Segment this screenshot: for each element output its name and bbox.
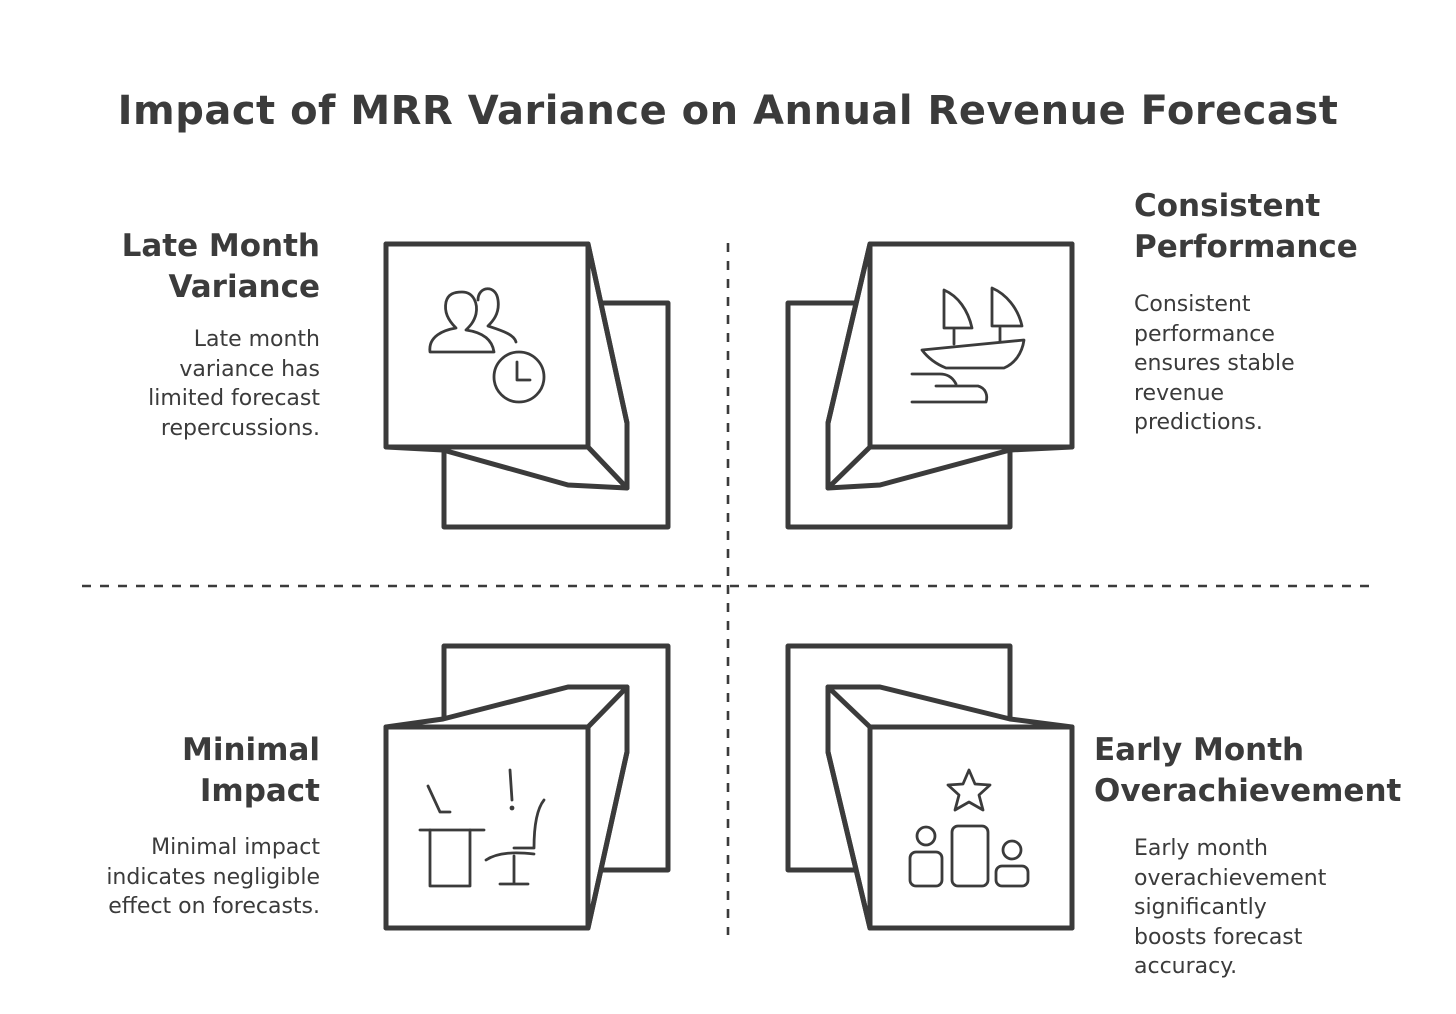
desc-line: indicates negligible bbox=[106, 864, 320, 890]
title-line: Performance bbox=[1134, 229, 1358, 265]
desc-line: limited forecast bbox=[148, 386, 320, 411]
consistent-performance-title: Consistent Performance bbox=[1134, 186, 1434, 268]
desc-line: Late month bbox=[193, 327, 320, 352]
users-clock-icon bbox=[428, 287, 546, 404]
box-top-left-front bbox=[383, 241, 591, 450]
box-top-right bbox=[785, 241, 1075, 530]
desc-line: Early month bbox=[1134, 836, 1268, 861]
desc-line: performance bbox=[1134, 321, 1275, 347]
desc-line: repercussions. bbox=[160, 415, 320, 441]
late-month-variance-desc: Late month variance has limited forecast… bbox=[60, 325, 320, 443]
desc-line: overachievement bbox=[1134, 865, 1327, 891]
desc-line: variance has bbox=[179, 356, 320, 382]
desc-line: significantly bbox=[1134, 895, 1267, 920]
title-line: Impact bbox=[199, 773, 320, 809]
desc-line: Consistent bbox=[1134, 292, 1251, 317]
diagram-title: Impact of MRR Variance on Annual Revenue… bbox=[117, 88, 1339, 134]
title-line: Early Month bbox=[1094, 732, 1305, 768]
minimal-impact-title: Minimal Impact bbox=[40, 730, 320, 812]
desc-line: predictions. bbox=[1134, 410, 1263, 435]
minimal-impact-desc: Minimal impact indicates negligible effe… bbox=[40, 833, 320, 922]
desc-line: accuracy. bbox=[1134, 954, 1238, 979]
title-line: Consistent bbox=[1134, 188, 1321, 224]
sailboats-icon bbox=[910, 286, 1026, 404]
title-line: Late Month bbox=[121, 228, 320, 264]
title-line: Minimal bbox=[181, 732, 320, 768]
desc-line: Minimal impact bbox=[151, 835, 320, 860]
desc-line: effect on forecasts. bbox=[108, 894, 320, 919]
box-bottom-left-front bbox=[383, 724, 591, 931]
box-bottom-left bbox=[383, 643, 671, 931]
box-bottom-right bbox=[785, 643, 1075, 931]
desc-line: revenue bbox=[1134, 380, 1225, 406]
consistent-performance-desc: Consistent performance ensures stable re… bbox=[1134, 290, 1434, 438]
box-bottom-right-front bbox=[867, 724, 1075, 931]
star-podium-icon bbox=[908, 768, 1030, 888]
desc-line: ensures stable bbox=[1134, 351, 1295, 376]
title-line: Variance bbox=[168, 269, 320, 305]
box-top-left bbox=[383, 241, 671, 530]
desc-line: boosts forecast bbox=[1134, 924, 1303, 950]
early-month-overachievement-title: Early Month Overachievement bbox=[1094, 730, 1444, 812]
empty-desk-icon bbox=[418, 768, 546, 888]
title-line: Overachievement bbox=[1094, 773, 1402, 809]
late-month-variance-title: Late Month Variance bbox=[60, 226, 320, 308]
early-month-overachievement-desc: Early month overachievement significantl… bbox=[1134, 834, 1434, 982]
